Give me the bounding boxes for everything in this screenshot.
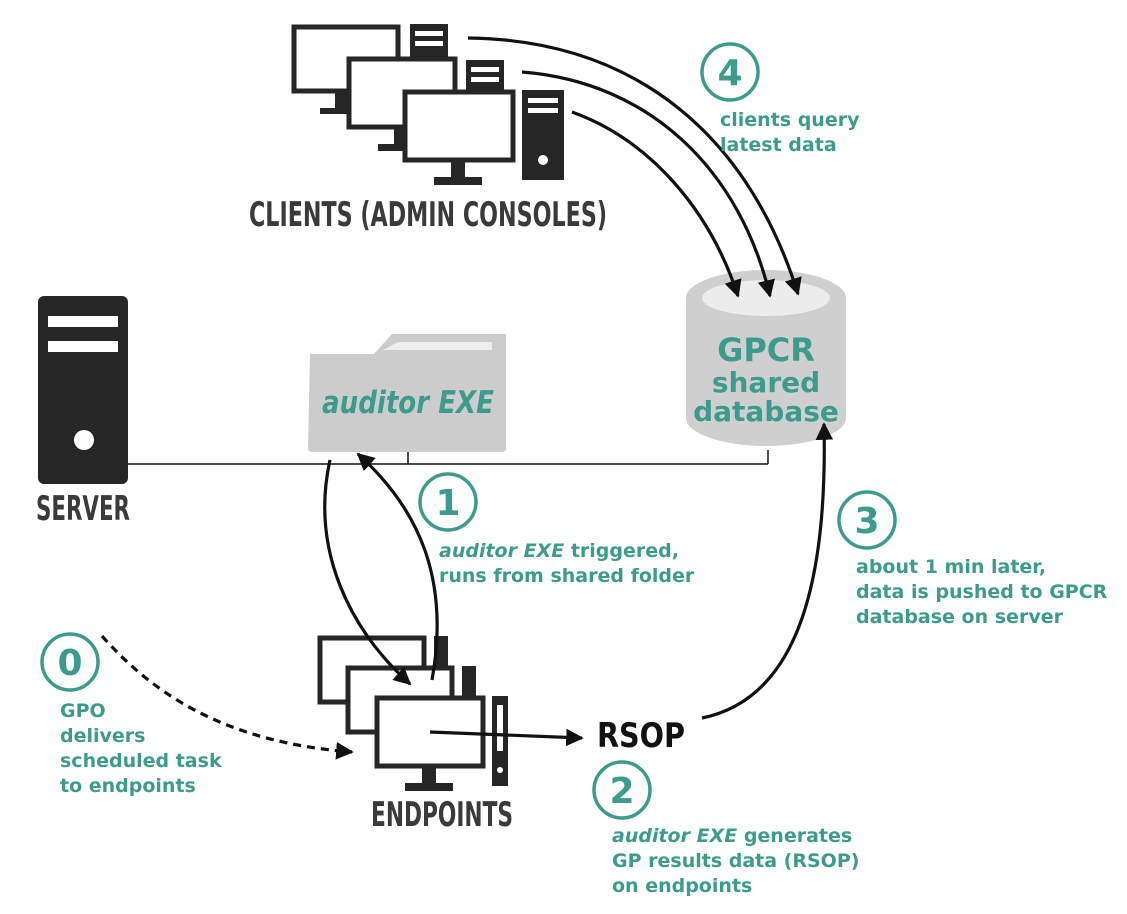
step-0-number: 0	[57, 643, 82, 684]
arrow-rsop-to-database	[701, 422, 834, 720]
folder-icon	[308, 334, 506, 452]
step-2-badge: 2	[592, 760, 652, 820]
step-2-number: 2	[609, 771, 634, 812]
clients-computers-icon	[291, 24, 564, 185]
step-1-number: 1	[435, 483, 460, 524]
server-label: SERVER	[36, 489, 130, 529]
arrow-endpoints-to-rsop	[429, 728, 584, 747]
rsop-label: RSOP	[597, 716, 685, 756]
folder-label: auditor EXE	[322, 385, 494, 421]
endpoints-label: ENDPOINTS	[371, 795, 513, 835]
arrow-client-front-to-database	[571, 110, 742, 298]
step-0-badge: 0	[40, 632, 100, 692]
step-3-badge: 3	[837, 490, 897, 550]
step-3-number: 3	[854, 501, 879, 542]
database-label-line2: shared	[712, 366, 820, 399]
endpoints-computers-icon	[317, 635, 508, 791]
arrow-folder-to-endpoints	[323, 459, 412, 686]
database-label-line3: database	[693, 395, 839, 428]
step-1-badge: 1	[418, 472, 478, 532]
database-label-line1: GPCR	[717, 331, 815, 369]
arrow-client-back-to-database	[467, 36, 802, 296]
network-connector	[128, 450, 769, 465]
step-4-badge: 4	[700, 42, 760, 102]
arrow-gpo-to-endpoints	[100, 634, 354, 760]
server-tower-icon	[38, 296, 128, 484]
step-4-number: 4	[717, 53, 742, 94]
step-3-description: about 1 min later, data is pushed to GPC…	[856, 556, 1114, 628]
step-4-description: clients query latest data	[720, 109, 866, 156]
step-1-description: auditor EXE triggered, runs from shared …	[439, 540, 695, 587]
arrow-endpoints-to-folder	[356, 452, 439, 681]
arrow-client-middle-to-database	[521, 70, 775, 298]
step-0-description: GPO delivers scheduled task to endpoints	[60, 700, 228, 797]
clients-label: CLIENTS (ADMIN CONSOLES)	[249, 195, 607, 235]
step-2-description: auditor EXE generates GP results data (R…	[612, 825, 866, 897]
